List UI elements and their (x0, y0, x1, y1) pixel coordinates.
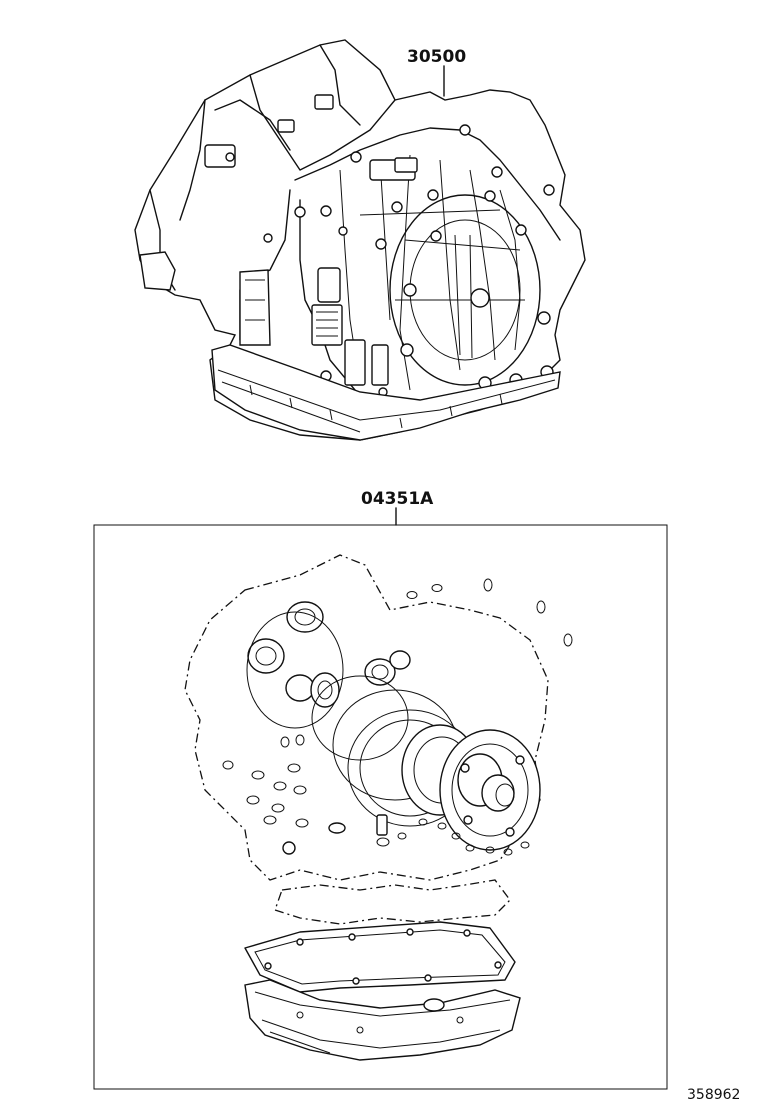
transmission-assembly-illustration (134, 39, 586, 441)
callout-transmission-assy: 30500 (407, 47, 466, 67)
gasket-kit-illustration (184, 554, 573, 1061)
callout-gasket-kit: 04351A (361, 489, 434, 509)
gasket-kit-frame (93, 524, 668, 1090)
diagram-id-label: 358962 (687, 1087, 740, 1103)
